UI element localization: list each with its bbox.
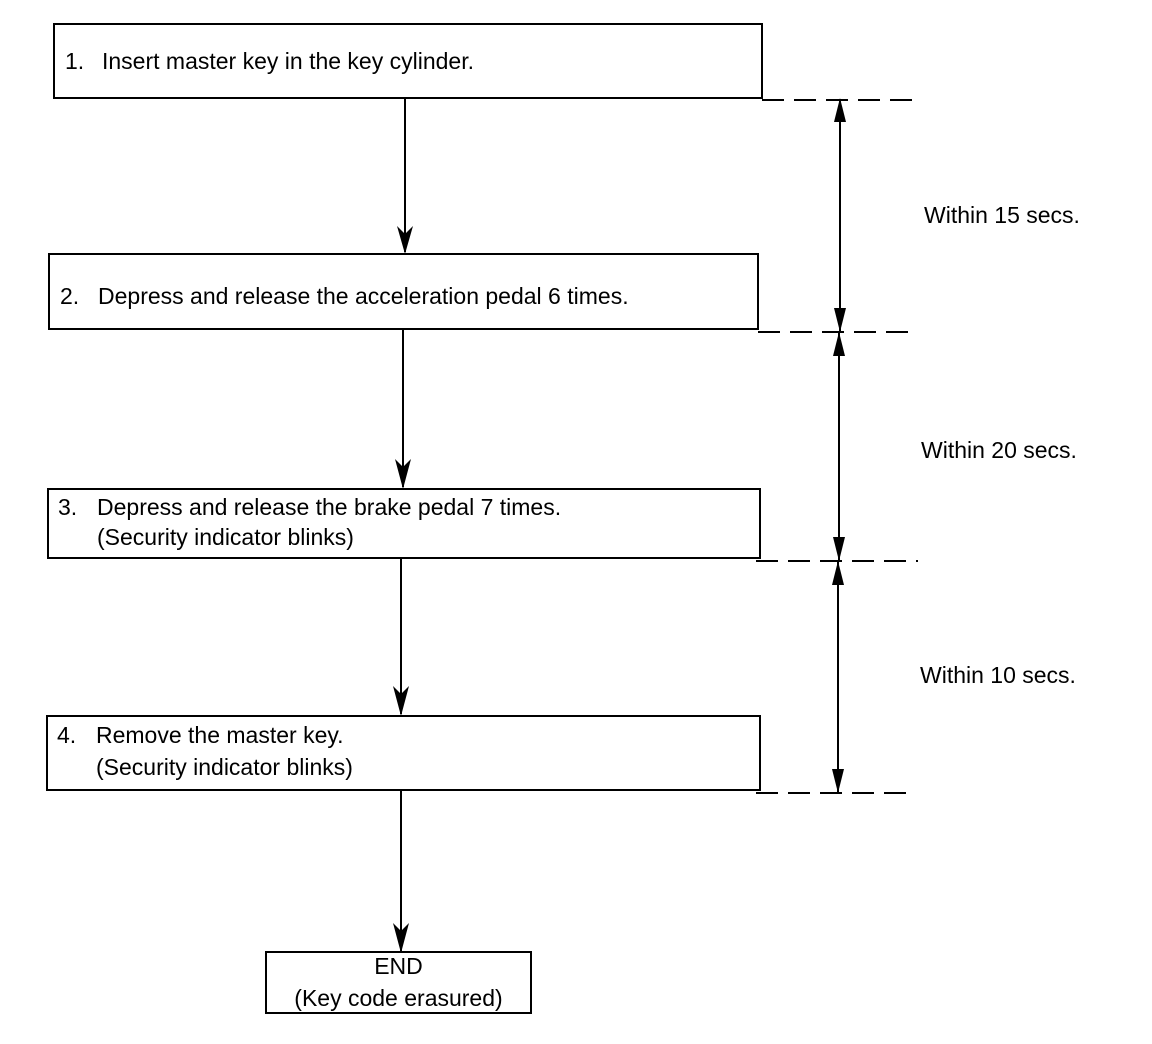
step-3-box: 3. Depress and release the brake pedal 7… [47, 488, 761, 559]
step-3-text: Depress and release the brake pedal 7 ti… [97, 494, 562, 520]
step-4-box: 4. Remove the master key. (Security indi… [46, 715, 761, 791]
interval-arrow-3-bottom [832, 769, 844, 793]
step-3-subtext: (Security indicator blinks) [97, 524, 354, 550]
arrowhead-1-2 [397, 226, 413, 254]
interval-arrow-1-bottom [834, 308, 846, 332]
interval-label-1: Within 15 secs. [924, 202, 1080, 228]
step-1-text: Insert master key in the key cylinder. [102, 48, 474, 74]
arrowhead-3-4 [393, 686, 409, 716]
arrowhead-2-3 [395, 459, 411, 489]
interval-label-3: Within 10 secs. [920, 662, 1076, 688]
end-title: END [374, 953, 423, 979]
step-4-number: 4. [57, 722, 77, 748]
step-1-number: 1. [65, 48, 85, 74]
interval-arrow-2-bottom [833, 537, 845, 561]
end-subtitle: (Key code erasured) [294, 985, 503, 1011]
interval-arrow-3-top [832, 561, 844, 585]
step-2-text: Depress and release the acceleration ped… [98, 283, 629, 309]
arrowhead-4-end [393, 923, 409, 953]
step-3-number: 3. [58, 494, 78, 520]
step-2-box: 2. Depress and release the acceleration … [48, 253, 759, 330]
interval-arrow-2-top [833, 332, 845, 356]
step-4-subtext: (Security indicator blinks) [96, 754, 353, 780]
step-2-number: 2. [60, 283, 80, 309]
interval-label-2: Within 20 secs. [921, 437, 1077, 463]
step-4-text: Remove the master key. [96, 722, 344, 748]
step-1-box: 1. Insert master key in the key cylinder… [53, 23, 763, 99]
interval-arrow-1-top [834, 98, 846, 122]
end-box: END (Key code erasured) [265, 951, 532, 1014]
